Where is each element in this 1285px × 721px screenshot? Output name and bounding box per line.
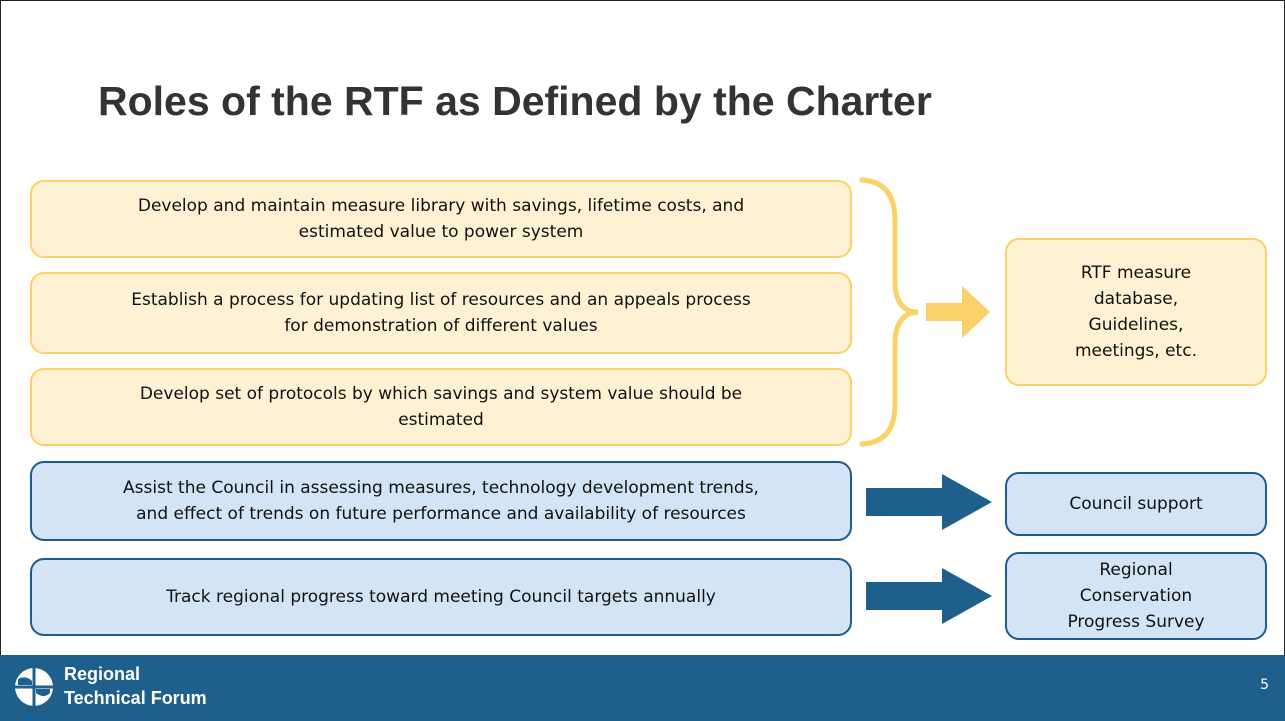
role-text-line: and effect of trends on future performan… [136, 504, 746, 524]
output-box-council-support: Council support [1005, 472, 1267, 536]
role-text-line: Assist the Council in assessing measures… [123, 478, 759, 498]
role-text-line: Track regional progress toward meeting C… [166, 587, 716, 607]
yellow-arrow [926, 286, 990, 338]
role-text-line: for demonstration of different values [284, 316, 598, 336]
output-text-line: meetings, etc. [1075, 341, 1197, 361]
page-number: 5 [1260, 677, 1269, 693]
role-box-measure-library: Develop and maintain measure library wit… [30, 180, 852, 258]
role-text-line: Develop and maintain measure library wit… [137, 196, 745, 216]
blue-arrow-progress-survey [866, 568, 992, 624]
org-name-line1: Regional [64, 664, 141, 684]
org-name: Regional Technical Forum [64, 662, 207, 710]
page-title: Roles of the RTF as Defined by the Chart… [98, 78, 932, 124]
role-box-update-process: Establish a process for updating list of… [30, 272, 852, 354]
blue-arrow-council-support [866, 474, 992, 530]
role-box-protocols: Develop set of protocols by which saving… [30, 368, 852, 446]
output-box-progress-survey: Regional Conservation Progress Survey [1005, 552, 1267, 640]
role-text-line: Develop set of protocols by which saving… [139, 384, 743, 404]
role-box-assist-council: Assist the Council in assessing measures… [30, 461, 852, 541]
role-text-line: Establish a process for updating list of… [131, 290, 751, 310]
output-box-rtf-measure-database: RTF measure database, Guidelines, meetin… [1005, 238, 1267, 386]
curly-brace [859, 177, 919, 447]
role-box-track-progress: Track regional progress toward meeting C… [30, 558, 852, 636]
role-text-line: estimated value to power system [298, 222, 584, 242]
output-text-line: Guidelines, [1088, 315, 1184, 335]
output-text-line: RTF measure [1080, 263, 1192, 283]
org-name-line2: Technical Forum [64, 688, 207, 708]
output-text-line: Regional [1099, 560, 1173, 580]
footer-bar: Regional Technical Forum 5 [0, 655, 1285, 721]
role-text-line: estimated [398, 410, 484, 430]
output-text-line: Council support [1069, 494, 1203, 514]
output-text-line: Conservation [1079, 586, 1193, 606]
output-text-line: Progress Survey [1067, 612, 1205, 632]
rtf-logo-icon [15, 668, 53, 706]
output-text-line: database, [1093, 289, 1179, 309]
